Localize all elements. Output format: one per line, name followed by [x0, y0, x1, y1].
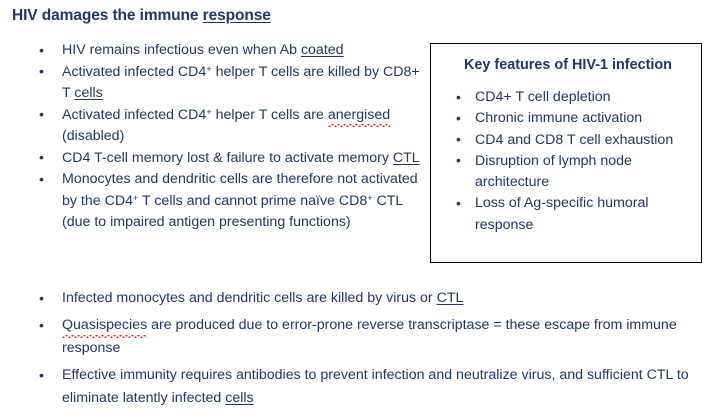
- bullet-ab-coated: HIV remains infectious even when Ab coat…: [30, 40, 422, 62]
- underlined-term: CTL: [392, 149, 420, 166]
- main-bullet-list: HIV remains infectious even when Ab coat…: [30, 40, 422, 234]
- key-features-list: CD4+ T cell depletionChronic immune acti…: [445, 86, 689, 236]
- list-item: CD4 and CD8 T cell exhaustion: [445, 129, 689, 151]
- bullet-text: Monocytes and dendritic cells are theref…: [62, 171, 418, 209]
- bullet-text: (disabled): [62, 128, 125, 144]
- spellcheck-flagged-word: Quasispecies: [62, 314, 148, 338]
- bullet-memory-ctl: CD4 T-cell memory lost & failure to acti…: [30, 147, 422, 170]
- underlined-term: cells: [225, 390, 254, 407]
- bullet-infected-monocytes: Infected monocytes and dendritic cells a…: [30, 287, 700, 310]
- key-features-box: Key features of HIV-1 infection CD4+ T c…: [430, 43, 702, 263]
- key-features-title: Key features of HIV-1 infection: [464, 57, 672, 73]
- superscript-plus: +: [206, 63, 212, 74]
- superscript-plus: +: [367, 192, 373, 203]
- bullet-text: Activated infected CD4: [62, 63, 207, 80]
- bullet-text: Effective immunity requires antibodies t…: [62, 367, 689, 407]
- spellcheck-flagged-word: anergised: [327, 105, 391, 127]
- page-title-underlined-word: response: [202, 7, 271, 24]
- bullet-quasispecies: Quasispecies are produced due to error-p…: [30, 314, 700, 360]
- page-title-text: HIV damages the immune: [12, 7, 203, 24]
- bullet-cd4-killed: Activated infected CD4+ helper T cells a…: [30, 61, 422, 105]
- bullet-text: helper T cells are: [211, 106, 328, 123]
- bullet-text: HIV remains infectious even when Ab: [62, 42, 301, 58]
- bullet-cd4-anergised: Activated infected CD4+ helper T cells a…: [30, 104, 422, 148]
- wide-bullet-list: Infected monocytes and dendritic cells a…: [30, 287, 700, 414]
- underlined-term: cells: [74, 85, 103, 101]
- underlined-term: CTL: [436, 290, 464, 306]
- superscript-plus: +: [132, 192, 139, 203]
- bullet-text: helper T cells are killed by CD8+ T: [62, 63, 420, 102]
- list-item: Chronic immune activation: [445, 108, 689, 130]
- bullet-text: Activated infected CD4: [62, 106, 207, 123]
- superscript-plus: +: [206, 106, 212, 117]
- bullet-text: Infected monocytes and dendritic cells a…: [62, 290, 437, 306]
- bullet-effective-immunity: Effective immunity requires antibodies t…: [30, 364, 700, 410]
- bullet-text: T cells and cannot prime naïve CD8: [138, 192, 368, 209]
- bullet-text: CD4 T-cell memory lost & failure to acti…: [62, 149, 393, 166]
- page-title: HIV damages the immune response: [12, 7, 271, 25]
- bullet-monocytes-dendritic: Monocytes and dendritic cells are theref…: [30, 169, 422, 234]
- bullet-text: CTL (due to impaired antigen presenting …: [62, 192, 403, 231]
- list-item: CD4+ T cell depletion: [445, 86, 689, 108]
- list-item: Loss of Ag-specific humoral response: [445, 193, 689, 236]
- bullet-text: are produced due to error-prone reverse …: [62, 317, 677, 357]
- list-item: Disruption of lymph node architecture: [445, 150, 689, 194]
- underlined-term: coated: [300, 42, 344, 58]
